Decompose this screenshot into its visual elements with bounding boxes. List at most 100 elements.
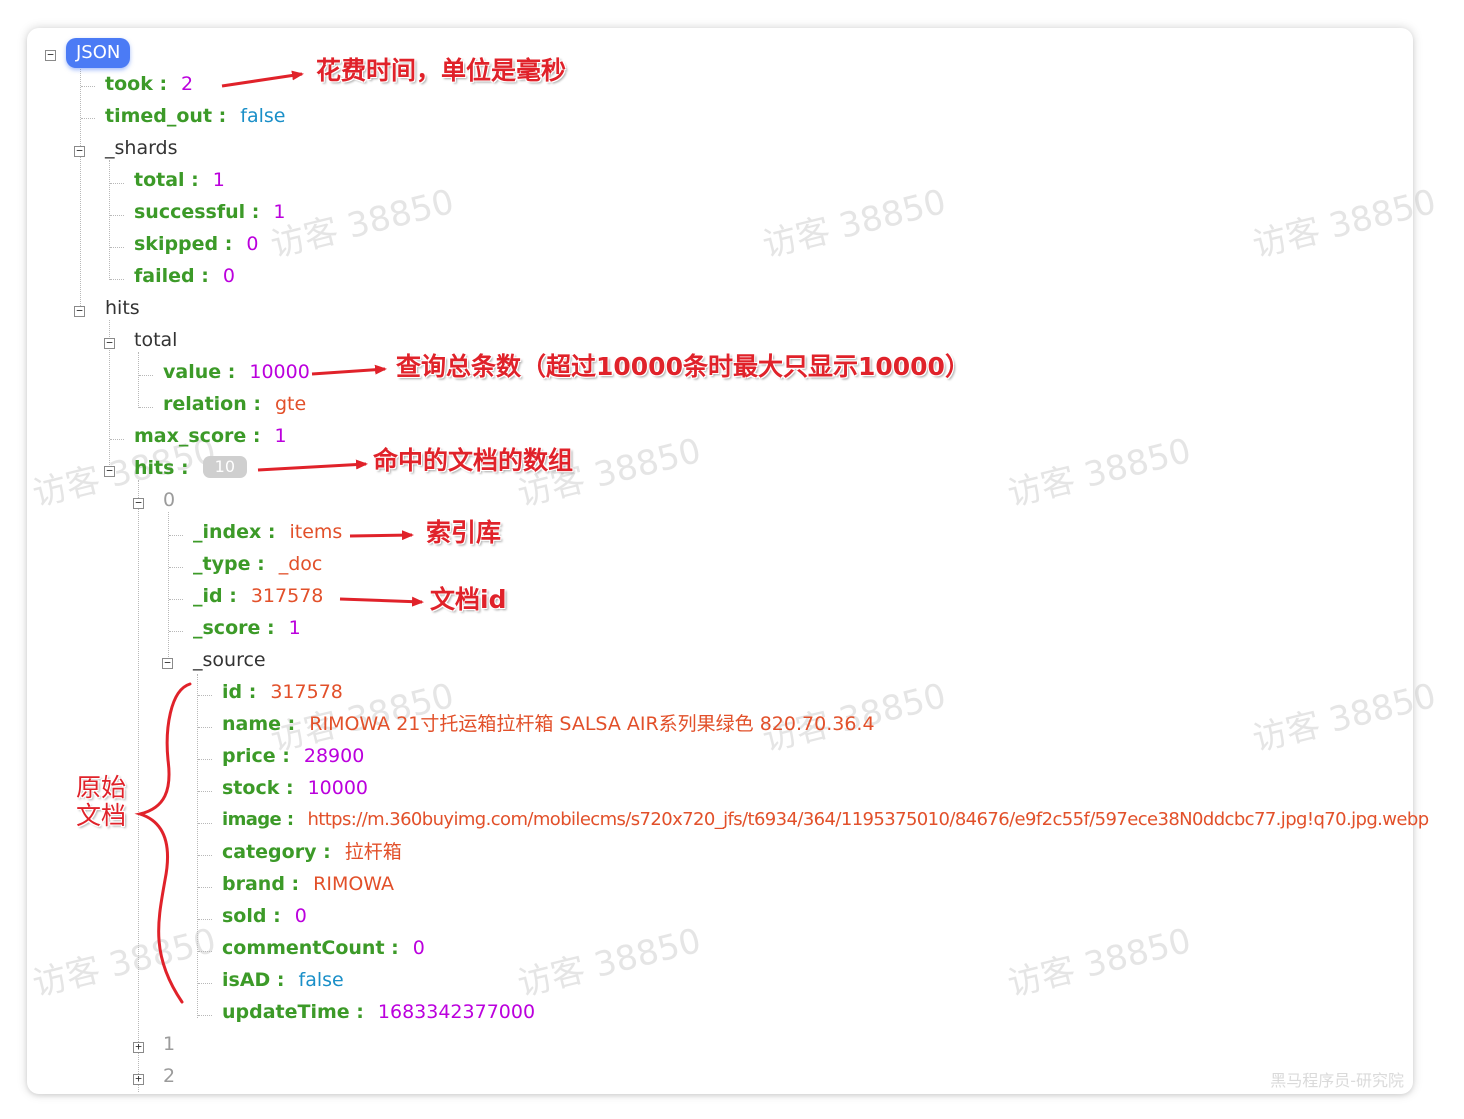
field-value: false [240, 105, 286, 127]
field-key: hits [134, 457, 175, 479]
field-source-stock: stock :10000 [222, 777, 369, 799]
tree-guide [138, 352, 139, 408]
field-key: relation [163, 393, 247, 415]
field-value: _doc [278, 553, 323, 575]
tree-guide [110, 247, 124, 248]
field-key: updateTime [222, 1001, 350, 1023]
node-shards[interactable]: _shards [105, 137, 178, 159]
field-source-price: price :28900 [222, 745, 365, 767]
tree-guide [110, 183, 124, 184]
field-doc-index: _index :items [193, 521, 343, 543]
collapse-toggle-root[interactable]: − [45, 49, 56, 61]
tree-guide [198, 919, 212, 920]
tree-guide [169, 535, 183, 536]
field-value: 317578 [270, 681, 343, 703]
annotation-total: 查询总条数（超过10000条时最大只显示10000） [396, 352, 970, 381]
tree-guide [198, 1015, 212, 1016]
tree-guide [198, 855, 212, 856]
field-value: items [289, 521, 343, 543]
image-url-link[interactable]: https://m.360buyimg.com/mobilecms/s720x7… [307, 809, 1429, 830]
expand-toggle-doc-1[interactable]: + [133, 1041, 144, 1053]
field-doc-type: _type :_doc [193, 553, 323, 575]
field-value: 1683342377000 [377, 1001, 536, 1023]
field-key: _id [193, 585, 223, 607]
array-count-badge: 10 [202, 456, 248, 478]
tree-guide [198, 951, 212, 952]
field-doc-score: _score :1 [193, 617, 301, 639]
field-value: RIMOWA 21寸托运箱拉杆箱 SALSA AIR系列果绿色 820.70.3… [309, 713, 875, 735]
field-total-relation: relation :gte [163, 393, 307, 415]
field-key: max_score [134, 425, 247, 447]
field-took: took :2 [105, 73, 194, 95]
field-key: timed_out [105, 105, 213, 127]
field-shards-skipped: skipped :0 [134, 233, 259, 255]
field-shards-total: total :1 [134, 169, 225, 191]
tree-guide [198, 727, 212, 728]
field-value: 10000 [307, 777, 369, 799]
collapse-toggle-doc-0[interactable]: − [133, 497, 144, 509]
field-key: took [105, 73, 153, 95]
tree-guide [198, 887, 212, 888]
tree-guide [109, 160, 110, 280]
json-root-badge[interactable]: JSON [66, 38, 131, 68]
node-source[interactable]: _source [193, 649, 266, 671]
json-viewer-card [27, 28, 1413, 1094]
field-source-image: image :https://m.360buyimg.com/mobilecms… [222, 809, 1429, 830]
field-value: 0 [222, 265, 235, 287]
node-doc-1[interactable]: 1 [163, 1033, 176, 1055]
node-hits-total[interactable]: total [134, 329, 178, 351]
tree-guide [109, 320, 110, 475]
field-key: total [134, 169, 185, 191]
field-key: price [222, 745, 276, 767]
collapse-toggle-shards[interactable]: − [74, 145, 85, 157]
node-doc-0[interactable]: 0 [163, 489, 176, 511]
field-key: _score [193, 617, 261, 639]
tree-guide [80, 64, 81, 314]
field-key: _index [193, 521, 262, 543]
tree-guide [169, 631, 183, 632]
field-timed-out: timed_out :false [105, 105, 286, 127]
tree-guide [110, 215, 124, 216]
field-value: 0 [412, 937, 425, 959]
annotation-hits: 命中的文档的数组 [373, 446, 574, 475]
field-key: successful [134, 201, 246, 223]
field-source-sold: sold :0 [222, 905, 307, 927]
field-key: image [222, 809, 282, 830]
expand-toggle-doc-2[interactable]: + [133, 1073, 144, 1085]
tree-guide [197, 674, 198, 1018]
tree-guide [169, 599, 183, 600]
field-key: sold [222, 905, 267, 927]
field-value: gte [274, 393, 307, 415]
field-key: isAD [222, 969, 271, 991]
field-max-score: max_score :1 [134, 425, 287, 447]
node-doc-2[interactable]: 2 [163, 1065, 176, 1087]
tree-guide [198, 695, 212, 696]
field-key: brand [222, 873, 285, 895]
tree-guide [198, 759, 212, 760]
field-value: false [298, 969, 344, 991]
field-source-id: id :317578 [222, 681, 343, 703]
tree-guide [198, 823, 212, 824]
tree-guide [169, 567, 183, 568]
node-hits-array[interactable]: hits :10 [134, 454, 248, 482]
collapse-toggle-hits[interactable]: − [74, 305, 85, 317]
field-total-value: value :10000 [163, 361, 310, 383]
field-key: _type [193, 553, 251, 575]
field-value: 1 [288, 617, 301, 639]
annotation-took: 花费时间，单位是毫秒 [316, 56, 567, 85]
field-value: 0 [246, 233, 259, 255]
field-shards-failed: failed :0 [134, 265, 235, 287]
tree-guide [110, 439, 124, 440]
tree-guide [139, 407, 153, 408]
field-source-name: name :RIMOWA 21寸托运箱拉杆箱 SALSA AIR系列果绿色 82… [222, 713, 875, 735]
tree-guide [138, 480, 139, 1092]
tree-guide [81, 86, 95, 87]
field-key: category [222, 841, 317, 863]
field-value: 0 [294, 905, 307, 927]
collapse-toggle-hits-total[interactable]: − [104, 337, 115, 349]
field-value: 28900 [303, 745, 365, 767]
node-hits[interactable]: hits [105, 297, 140, 319]
field-value: 1 [274, 425, 287, 447]
collapse-toggle-hits-array[interactable]: − [104, 465, 115, 477]
collapse-toggle-source[interactable]: − [162, 657, 173, 669]
